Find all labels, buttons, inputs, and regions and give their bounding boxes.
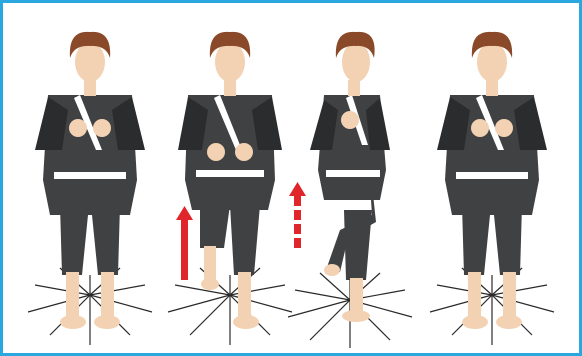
figure-4-standing (430, 32, 554, 345)
solid-up-arrow (176, 206, 193, 280)
dashed-up-arrow (289, 182, 306, 248)
figure-2-lift-start (168, 32, 292, 345)
figure-3-knee-raised (288, 32, 412, 348)
figure-1-standing (28, 32, 152, 345)
